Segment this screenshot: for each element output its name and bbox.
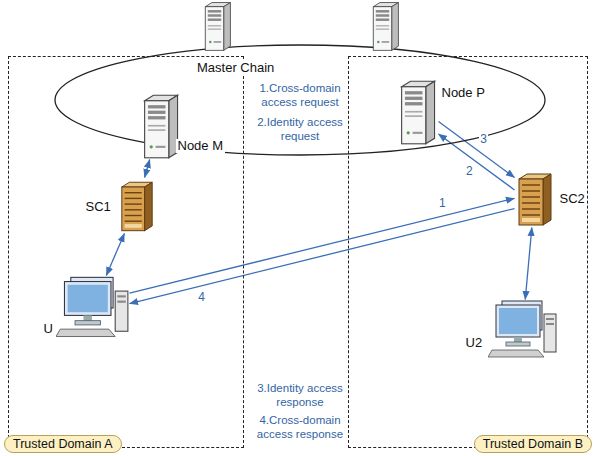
trusted-domain: Node MSC1UTrusted Domain A	[8, 56, 244, 448]
server-node: Node M	[138, 92, 182, 160]
smart-contract-shape	[118, 178, 156, 234]
user-computer-shape	[488, 300, 558, 360]
server-icon	[144, 95, 177, 158]
step-label: 4.Cross-domain access response	[250, 414, 350, 442]
smart-contract-shape	[515, 170, 555, 228]
connector-arrow	[439, 122, 515, 178]
server-node-shape	[395, 78, 439, 146]
node-label: U	[42, 322, 55, 337]
server-icon	[401, 81, 434, 144]
connector-arrow	[130, 198, 515, 293]
edge-number: 3	[479, 133, 488, 146]
user-computer: U	[56, 276, 130, 340]
connector-arrow	[130, 209, 515, 304]
connector-arrow	[145, 160, 150, 178]
user-computer-shape	[56, 276, 130, 340]
server-icon	[205, 3, 230, 51]
smart-contract: SC2	[515, 170, 555, 228]
server-node: Node P	[395, 78, 439, 146]
connector-arrow	[106, 234, 124, 276]
pc-icon	[488, 301, 556, 357]
connector-arrow	[525, 228, 532, 300]
node-label: Master Chain	[195, 61, 276, 76]
node-label: Node P	[440, 86, 487, 101]
cabinet-icon	[519, 174, 551, 225]
cabinet-icon	[121, 182, 151, 230]
node-label: SC2	[558, 192, 587, 207]
node-label: SC1	[84, 200, 113, 215]
edge-number: 4	[197, 291, 206, 304]
user-computer: U2	[488, 300, 558, 360]
edge-number: 1	[438, 197, 447, 210]
trusted-domain: Node PSC2U2Trusted Domain B	[348, 56, 588, 448]
server-icon	[373, 3, 398, 51]
pc-icon	[56, 277, 128, 336]
edge-number: 2	[465, 165, 474, 178]
smart-contract: SC1	[118, 178, 156, 234]
node-label: Node M	[176, 139, 226, 154]
step-label: 3.Identity access response	[250, 382, 350, 410]
connector-arrow	[439, 134, 515, 190]
step-label: 2.Identity access request	[250, 116, 350, 144]
node-label: U2	[464, 336, 485, 351]
domain-tag: Trusted Domain B	[474, 435, 592, 453]
step-label: 1.Cross-domain access request	[250, 82, 350, 110]
domain-tag: Trusted Domain A	[4, 435, 122, 453]
